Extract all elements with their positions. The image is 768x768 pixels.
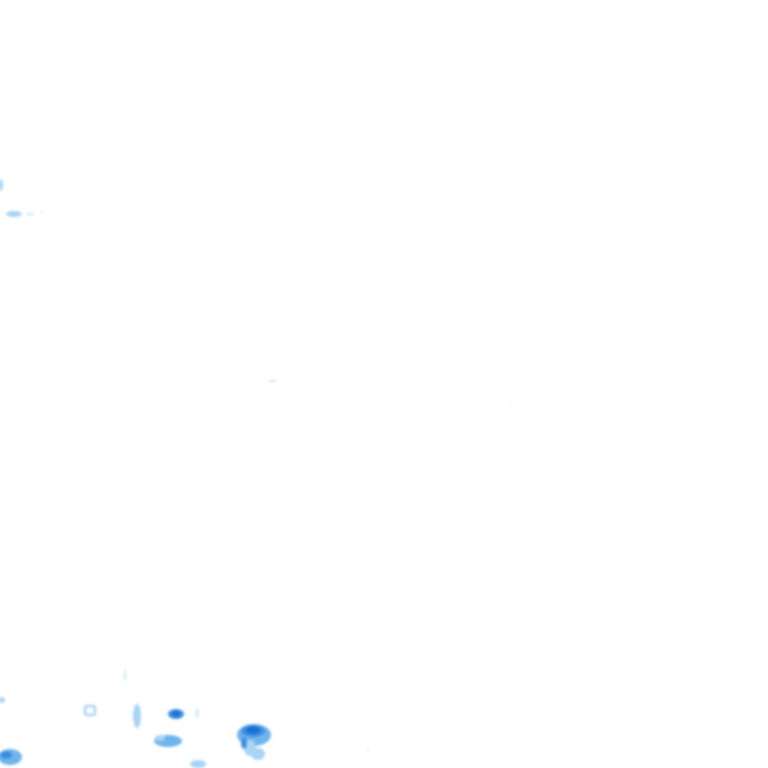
precip-cell-bottom-left [0, 669, 206, 768]
precip-specks-misc [41, 211, 511, 751]
precip-speck-center [269, 379, 277, 383]
precip-cell-heavy-bottom [237, 724, 271, 760]
precip-cell-top-left [0, 179, 35, 217]
